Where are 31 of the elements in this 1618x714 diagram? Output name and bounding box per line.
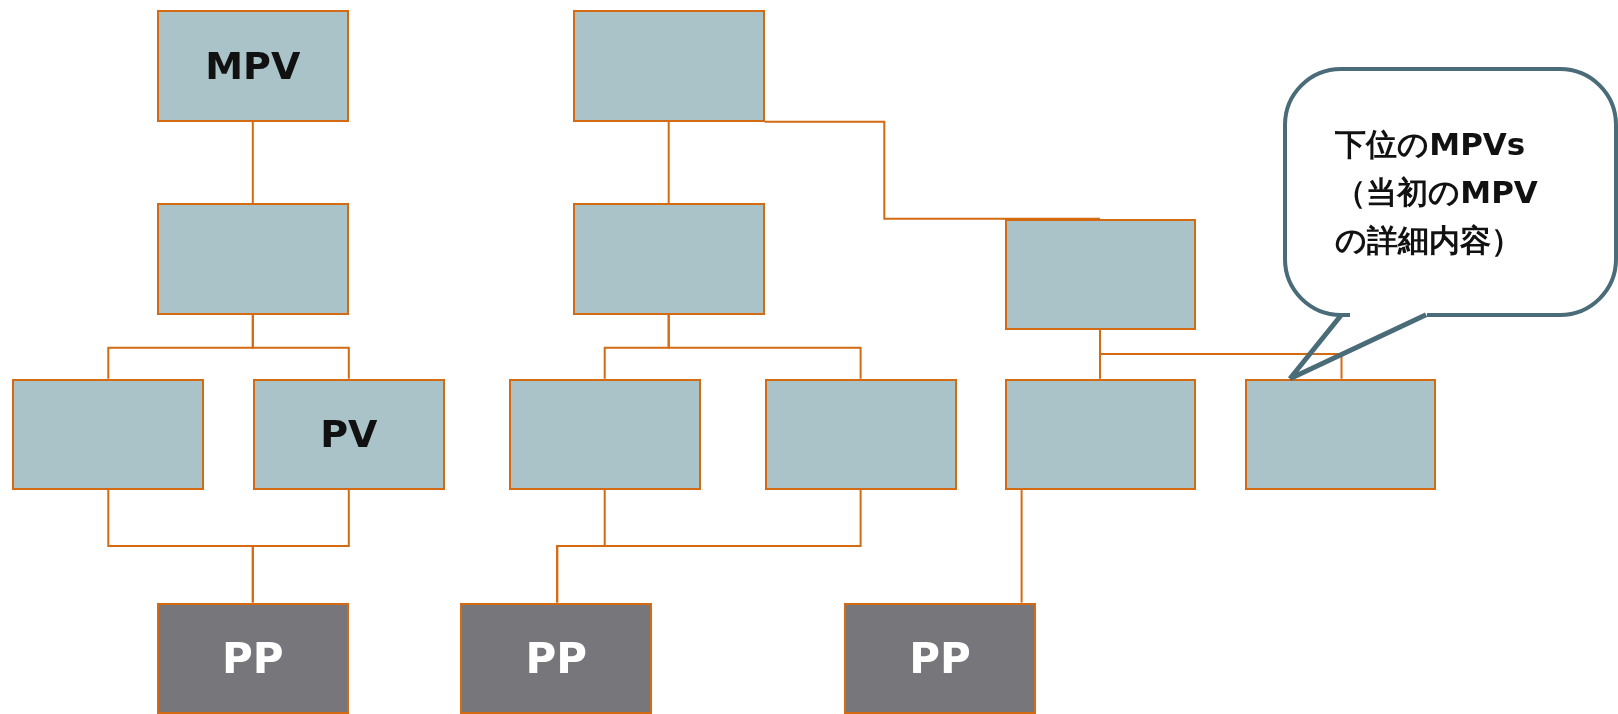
connector-line	[1020, 489, 1023, 604]
hierarchy-box	[572, 203, 765, 315]
hierarchy-box	[764, 378, 957, 491]
output-box	[844, 602, 1036, 714]
speech-bubble-tail	[1287, 312, 1429, 382]
box-label: PP	[525, 633, 587, 683]
hierarchy-box	[156, 203, 349, 315]
hierarchy-box	[156, 10, 349, 122]
hierarchy-box	[572, 10, 765, 122]
hierarchy-box	[252, 378, 445, 491]
connector-line	[251, 489, 350, 604]
connector-line	[667, 313, 862, 380]
hierarchy-box	[508, 378, 701, 491]
hierarchy-box	[1005, 218, 1196, 331]
callout-text: 下位のMPVs（当初のMPVの詳細内容）	[1335, 124, 1539, 260]
speech-bubble	[1282, 67, 1618, 317]
output-box	[460, 602, 653, 714]
box-label: PV	[320, 412, 378, 457]
output-box	[156, 602, 349, 714]
hierarchy-box	[12, 378, 205, 491]
hierarchy-box	[1005, 378, 1196, 491]
connector-line	[556, 489, 862, 604]
hierarchy-box	[1245, 378, 1437, 491]
connector-line	[763, 120, 1101, 220]
connector-line	[251, 120, 254, 205]
connector-line	[667, 120, 670, 205]
connector-line	[251, 313, 350, 380]
box-label: PP	[222, 633, 284, 683]
connector-line	[1099, 329, 1343, 380]
box-label: PP	[909, 633, 971, 683]
box-label: MPV	[205, 44, 301, 89]
